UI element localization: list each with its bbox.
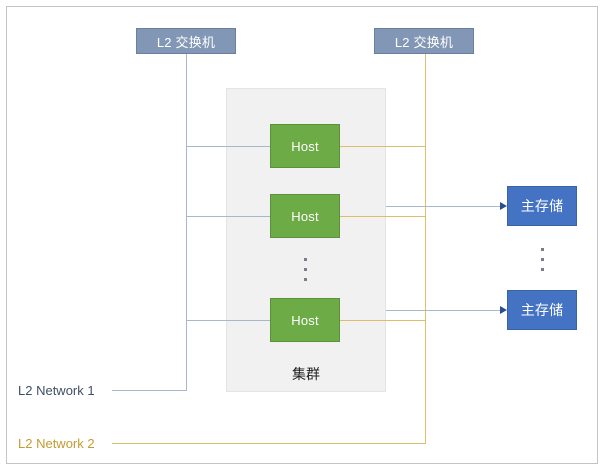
network-2-label: L2 Network 2 (18, 436, 95, 451)
storage-link-2 (386, 310, 502, 311)
switch-right[interactable]: L2 交换机 (374, 28, 474, 54)
host-1-label: Host (291, 138, 319, 154)
storage-1-label: 主存储 (520, 198, 564, 214)
host-3[interactable]: Host (270, 298, 340, 342)
network2-branch-host-2 (340, 216, 426, 217)
host-2-label: Host (291, 208, 319, 224)
storage-link-1 (386, 206, 502, 207)
switch-left[interactable]: L2 交换机 (136, 28, 236, 54)
network2-branch-host-1 (340, 146, 426, 147)
network1-branch-host-2 (186, 216, 271, 217)
network2-trunk-horizontal (112, 443, 426, 444)
host-2[interactable]: Host (270, 194, 340, 238)
storage-2[interactable]: 主存储 (507, 290, 577, 330)
switch-right-label: L2 交换机 (394, 34, 454, 50)
storage-link-1-arrowhead (500, 202, 507, 210)
network1-branch-host-3 (186, 320, 271, 321)
storage-link-2-arrowhead (500, 306, 507, 314)
host-ellipsis-icon (304, 258, 307, 281)
network1-trunk-vertical (186, 54, 187, 391)
host-1[interactable]: Host (270, 124, 340, 168)
switch-left-label: L2 交换机 (156, 34, 216, 50)
network2-trunk-vertical (425, 54, 426, 443)
host-3-label: Host (291, 312, 319, 328)
cluster-label: 集群 (292, 366, 320, 382)
network1-trunk-horizontal (112, 390, 187, 391)
network1-branch-host-1 (186, 146, 271, 147)
network2-branch-host-3 (340, 320, 426, 321)
storage-1[interactable]: 主存储 (507, 186, 577, 226)
storage-ellipsis-icon (541, 248, 544, 271)
network-1-label: L2 Network 1 (18, 383, 95, 398)
storage-2-label: 主存储 (520, 302, 564, 318)
